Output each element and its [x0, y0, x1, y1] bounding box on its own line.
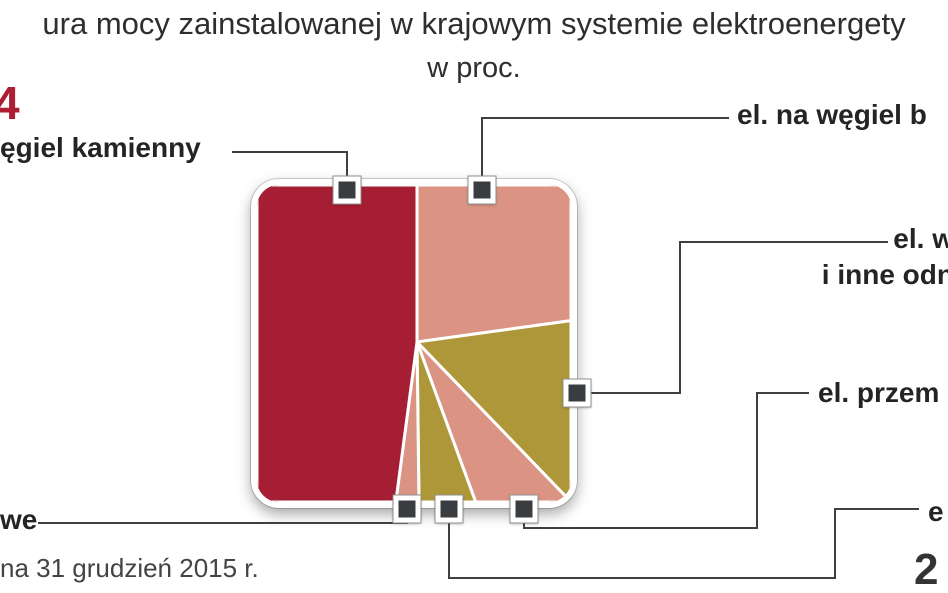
date-footnote: na 31 grudzień 2015 r.: [0, 553, 259, 583]
square-pie-chart: [251, 179, 577, 508]
slice-marker-coal-hard: [333, 176, 361, 204]
label-bottom-left: we: [0, 504, 38, 535]
connector-line: [38, 509, 408, 524]
label-bottom-right: e: [928, 496, 944, 527]
slice-marker-bottom-left: [393, 495, 421, 523]
pie-slice: [257, 185, 419, 502]
slice-marker-industrial: [510, 495, 538, 523]
label-wind-renewables: el. w i inne odn: [822, 221, 948, 293]
square-pie-svg: [257, 185, 571, 502]
label-coal-hard: ęgiel kamienny: [0, 132, 201, 163]
slice-marker-coal-brown: [468, 176, 496, 204]
value-fragment-top-left: 4: [0, 77, 20, 129]
label-wind-line1: el. w: [893, 223, 948, 254]
pie-slice: [415, 185, 571, 344]
value-fragment-bottom-right: 2: [914, 545, 939, 593]
slice-marker-bottom-mid: [435, 495, 463, 523]
label-wind-line2: i inne odn: [821, 259, 948, 290]
chart-title: ura mocy zainstalowanej w krajowym syste…: [42, 6, 906, 41]
slice-marker-wind: [563, 379, 591, 407]
label-coal-brown: el. na węgiel b: [737, 99, 927, 130]
chart-subtitle: w proc.: [427, 52, 521, 84]
label-industrial: el. przem: [818, 377, 940, 408]
